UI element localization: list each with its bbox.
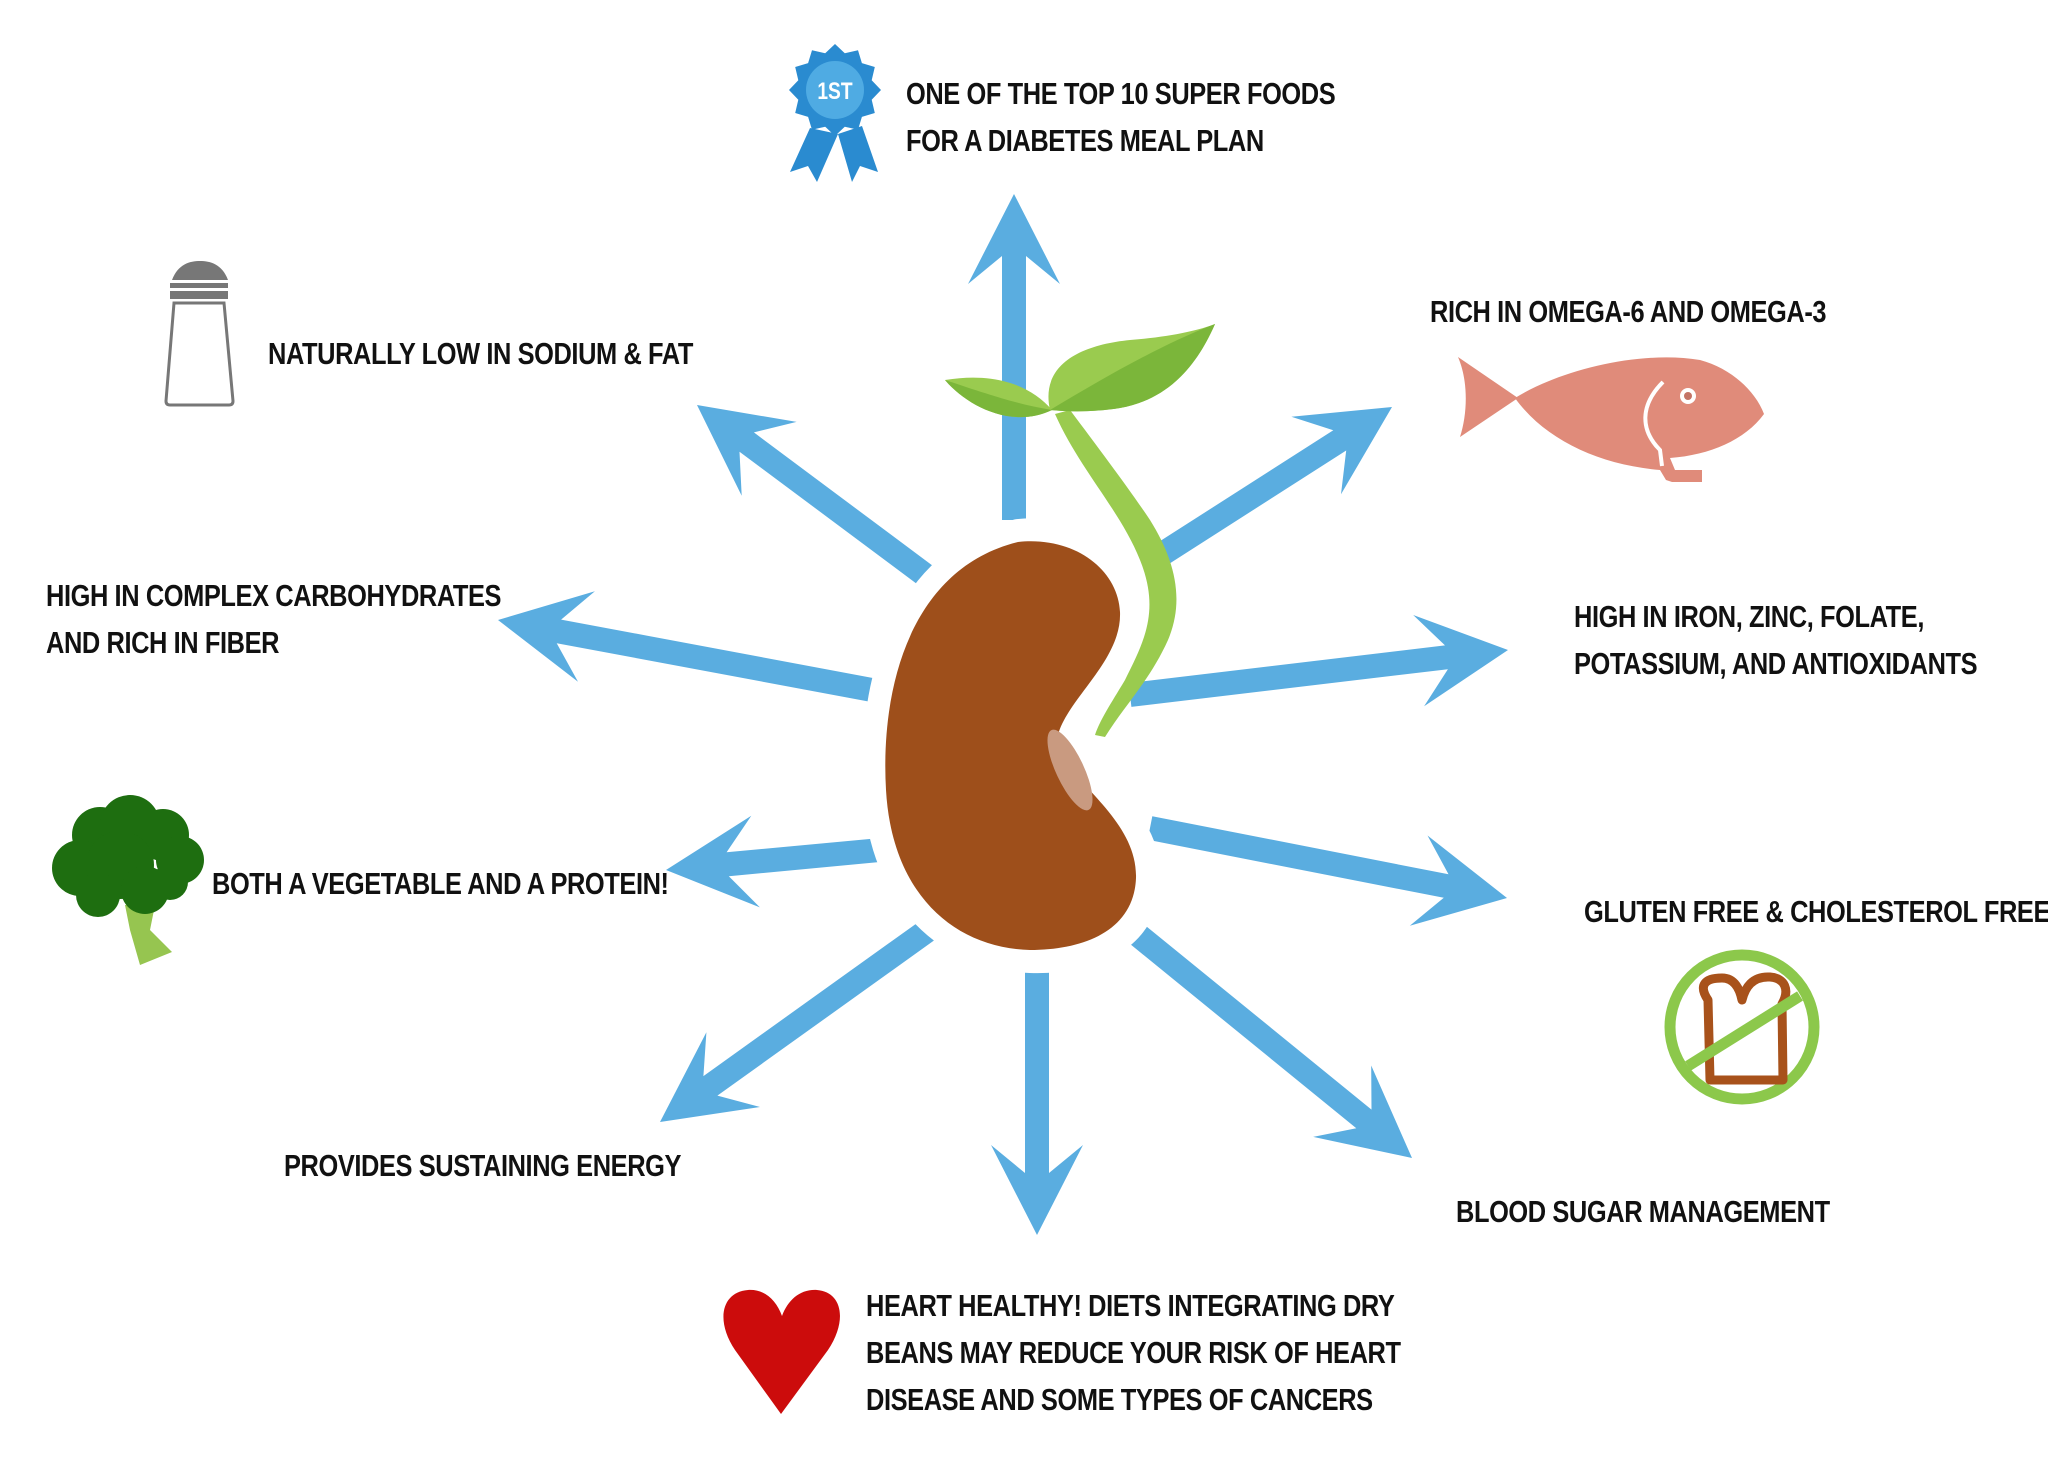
- arrow-down: [991, 972, 1083, 1235]
- label-line: AND RICH IN FIBER: [46, 625, 280, 660]
- fish-tail: [1458, 357, 1518, 437]
- label-line: PROVIDES SUSTAINING ENERGY: [284, 1148, 682, 1183]
- arrow-up-right: [1138, 407, 1392, 576]
- broccoli-icon: [52, 795, 204, 965]
- label-omega: RICH IN OMEGA-6 AND OMEGA-3: [1430, 288, 1827, 335]
- label-line: BEANS MAY REDUCE YOUR RISK OF HEART: [866, 1335, 1401, 1370]
- label-minerals: HIGH IN IRON, ZINC, FOLATE, POTASSIUM, A…: [1574, 593, 1978, 687]
- label-line: POTASSIUM, AND ANTIOXIDANTS: [1574, 646, 1978, 681]
- label-line: ONE OF THE TOP 10 SUPER FOODS: [906, 76, 1336, 111]
- sprout-leaf-left-shade: [945, 380, 1052, 418]
- label-line: BLOOD SUGAR MANAGEMENT: [1456, 1194, 1830, 1229]
- fish-pupil: [1684, 392, 1692, 400]
- ribbon-tail-right: [838, 126, 878, 182]
- label-vegetable-protein: BOTH A VEGETABLE AND A PROTEIN!: [212, 860, 669, 907]
- label-low-sodium: NATURALLY LOW IN SODIUM & FAT: [268, 330, 693, 377]
- arrow-left: [498, 591, 875, 702]
- badge-inner-circle: [806, 61, 864, 119]
- shaker-cap: [172, 261, 228, 280]
- bean-icon: [862, 518, 1162, 974]
- broccoli-head: [52, 795, 204, 917]
- label-gluten-free: GLUTEN FREE & CHOLESTEROL FREE: [1584, 888, 2048, 935]
- ribbon-tail-left: [790, 128, 838, 182]
- broccoli-stem: [125, 905, 172, 965]
- label-blood-sugar: BLOOD SUGAR MANAGEMENT: [1456, 1188, 1830, 1235]
- label-energy: PROVIDES SUSTAINING ENERGY: [284, 1142, 681, 1189]
- arrow-up-left: [697, 405, 933, 585]
- label-line: BOTH A VEGETABLE AND A PROTEIN!: [212, 866, 669, 901]
- award-ribbon-icon: 1ST: [789, 44, 881, 182]
- shaker-body: [164, 301, 235, 407]
- fish-icon: [1458, 357, 1764, 482]
- label-super-food: ONE OF THE TOP 10 SUPER FOODS FOR A DIAB…: [906, 70, 1336, 164]
- fish-gill: [1643, 380, 1665, 467]
- bean-highlight: [1047, 729, 1093, 811]
- label-line: HEART HEALTHY! DIETS INTEGRATING DRY: [866, 1288, 1395, 1323]
- badge-text: 1ST: [817, 77, 853, 105]
- salt-shaker-icon: [164, 261, 235, 407]
- arrow-right: [1128, 615, 1508, 707]
- no-gluten-bread-icon: [1664, 949, 1820, 1105]
- label-line: HIGH IN COMPLEX CARBOHYDRATES: [46, 578, 502, 613]
- label-line: DISEASE AND SOME TYPES OF CANCERS: [866, 1382, 1373, 1417]
- label-carbs: HIGH IN COMPLEX CARBOHYDRATES AND RICH I…: [46, 572, 502, 666]
- heart-icon: [723, 1289, 840, 1414]
- arrow-down-right: [1130, 925, 1412, 1158]
- arrow-up: [968, 194, 1060, 520]
- label-line: FOR A DIABETES MEAL PLAN: [906, 123, 1264, 158]
- shaker-band-1: [170, 283, 228, 288]
- label-line: GLUTEN FREE & CHOLESTEROL FREE: [1584, 894, 2048, 929]
- label-line: NATURALLY LOW IN SODIUM & FAT: [268, 336, 693, 371]
- arrow-right-lower: [1147, 816, 1507, 926]
- arrow-left-lower: [666, 815, 882, 908]
- label-heart: HEART HEALTHY! DIETS INTEGRATING DRY BEA…: [866, 1282, 1401, 1423]
- label-line: HIGH IN IRON, ZINC, FOLATE,: [1574, 599, 1924, 634]
- arrow-down-left: [660, 920, 935, 1122]
- fish-body: [1515, 357, 1764, 482]
- sprout-stem: [1055, 410, 1177, 737]
- bread-outline: [1699, 972, 1791, 1085]
- shaker-band-2: [170, 291, 228, 299]
- sprout-leaf-right-shade: [1050, 324, 1215, 412]
- label-line: RICH IN OMEGA-6 AND OMEGA-3: [1430, 294, 1827, 329]
- sprout-icon: [945, 324, 1215, 737]
- arrows-group: [498, 194, 1508, 1235]
- bean-body: [885, 541, 1137, 950]
- no-sign-circle: [1664, 949, 1820, 1105]
- no-sign-slash: [1685, 991, 1803, 1071]
